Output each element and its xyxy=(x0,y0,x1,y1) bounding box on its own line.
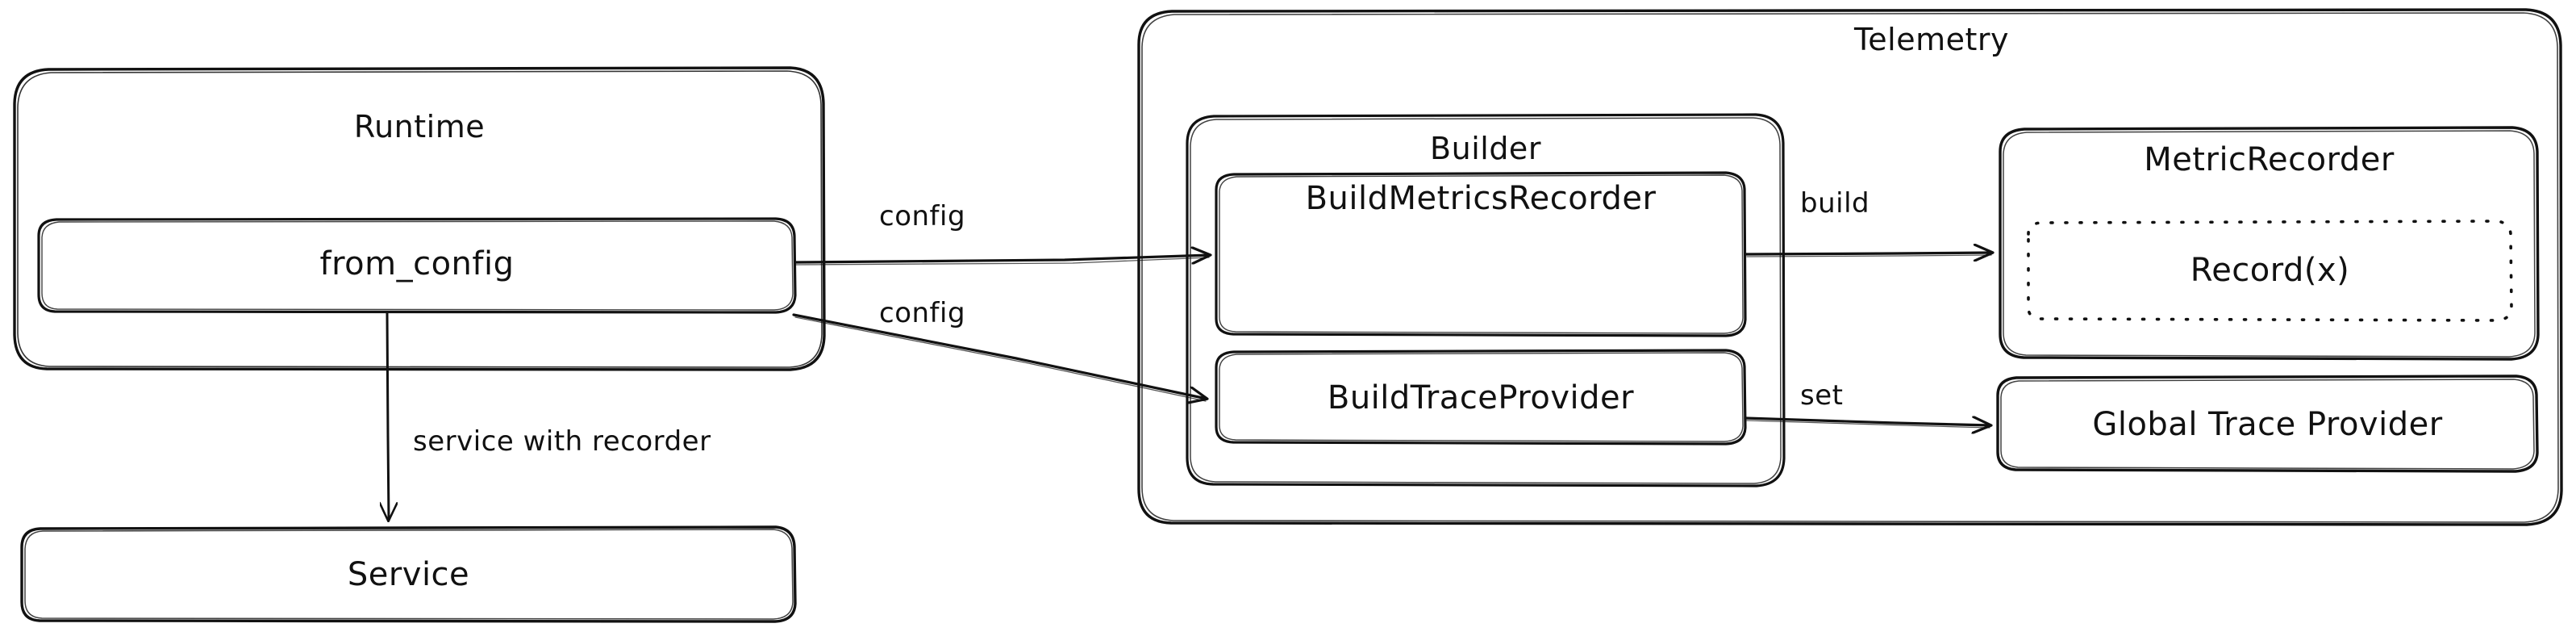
record-x-node[interactable] xyxy=(2028,221,2511,320)
edge-label-config-metrics: config xyxy=(879,200,966,232)
runtime-group-title: Runtime xyxy=(353,109,486,144)
edge-label-config-trace: config xyxy=(879,297,966,329)
from-config-node[interactable] xyxy=(39,219,795,312)
record-x-label: Record(x) xyxy=(2190,252,2350,289)
from-config-label: from_config xyxy=(319,245,515,282)
build-metrics-recorder-label: BuildMetricsRecorder xyxy=(1305,180,1657,217)
edge-label-build: build xyxy=(1800,187,1870,220)
metric-recorder-label: MetricRecorder xyxy=(2144,141,2395,178)
builder-group-title: Builder xyxy=(1430,131,1541,166)
service-node[interactable] xyxy=(22,527,795,621)
build-trace-provider-node[interactable] xyxy=(1216,350,1745,444)
build-metrics-recorder-node[interactable] xyxy=(1216,173,1745,336)
global-trace-provider-node[interactable] xyxy=(1998,376,2537,471)
telemetry-group-title: Telemetry xyxy=(1854,22,2009,57)
service-label: Service xyxy=(347,556,470,593)
global-trace-provider-label: Global Trace Provider xyxy=(2092,406,2443,443)
build-trace-provider-label: BuildTraceProvider xyxy=(1327,379,1635,416)
edge-label-set: set xyxy=(1800,379,1844,412)
edge-label-service-with-recorder: service with recorder xyxy=(413,425,711,458)
